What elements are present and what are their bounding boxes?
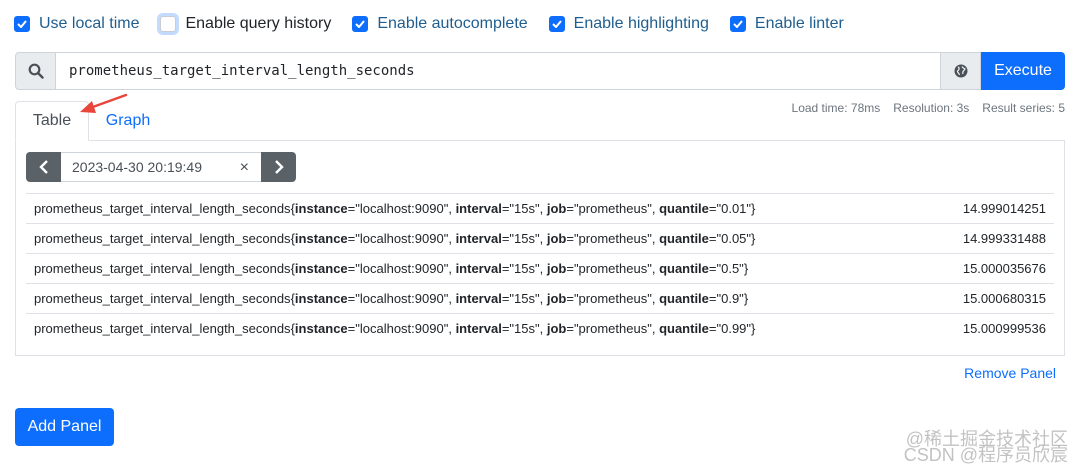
tab-table[interactable]: Table bbox=[15, 101, 89, 141]
watermark: @稀土掘金技术社区 CSDN @程序员欣宸 bbox=[904, 430, 1068, 464]
evaluation-time-input[interactable]: 2023-04-30 20:19:49 × bbox=[61, 152, 261, 182]
clear-time-icon[interactable]: × bbox=[239, 159, 249, 176]
checkbox-checked-icon[interactable] bbox=[548, 16, 565, 32]
table-row: prometheus_target_interval_length_second… bbox=[26, 253, 1054, 284]
query-bar: prometheus_target_interval_length_second… bbox=[15, 52, 1065, 90]
series-labels: prometheus_target_interval_length_second… bbox=[26, 193, 963, 224]
previous-time-button[interactable] bbox=[26, 152, 61, 182]
option-label: Enable autocomplete bbox=[377, 15, 528, 32]
tab-graph[interactable]: Graph bbox=[105, 112, 151, 129]
options-bar: Use local time Enable query history Enab… bbox=[14, 13, 865, 35]
metrics-explorer-globe-icon[interactable] bbox=[940, 52, 981, 90]
watermark-line-2: CSDN @程序员欣宸 bbox=[903, 445, 1068, 465]
checkbox-checked-icon[interactable] bbox=[14, 16, 30, 32]
series-value: 15.000035676 bbox=[962, 253, 1054, 284]
evaluation-time-picker: 2023-04-30 20:19:49 × bbox=[26, 152, 296, 182]
option-use-local-time[interactable]: Use local time bbox=[14, 15, 139, 33]
option-enable-linter[interactable]: Enable linter bbox=[729, 15, 844, 33]
next-time-button[interactable] bbox=[261, 152, 296, 182]
series-labels: prometheus_target_interval_length_second… bbox=[26, 313, 963, 344]
checkbox-checked-icon[interactable] bbox=[729, 16, 746, 32]
watermark-line-1: @稀土掘金技术社区 bbox=[905, 429, 1068, 449]
add-panel-button[interactable]: Add Panel bbox=[15, 408, 114, 446]
option-label: Enable highlighting bbox=[573, 15, 709, 32]
option-label: Enable linter bbox=[754, 15, 844, 32]
query-stats: Load time: 78ms Resolution: 3s Result se… bbox=[779, 101, 1065, 115]
series-labels: prometheus_target_interval_length_second… bbox=[26, 283, 963, 314]
result-series: Result series: 5 bbox=[982, 101, 1065, 115]
resolution: Resolution: 3s bbox=[893, 101, 970, 115]
evaluation-time-value: 2023-04-30 20:19:49 bbox=[72, 159, 202, 175]
table-row: prometheus_target_interval_length_second… bbox=[26, 223, 1054, 254]
load-time: Load time: 78ms bbox=[791, 101, 881, 115]
option-label: Enable query history bbox=[185, 15, 332, 32]
table-row: prometheus_target_interval_length_second… bbox=[26, 313, 1054, 344]
series-value: 15.000680315 bbox=[962, 283, 1054, 314]
series-labels: prometheus_target_interval_length_second… bbox=[26, 223, 963, 254]
chevron-right-icon bbox=[274, 160, 284, 174]
execute-button[interactable]: Execute bbox=[981, 52, 1065, 90]
checkbox-checked-icon[interactable] bbox=[352, 16, 369, 32]
remove-panel-link[interactable]: Remove Panel bbox=[964, 365, 1056, 381]
table-row: prometheus_target_interval_length_second… bbox=[26, 283, 1054, 314]
search-icon bbox=[15, 52, 56, 90]
query-expression-input[interactable]: prometheus_target_interval_length_second… bbox=[56, 52, 940, 90]
option-label: Use local time bbox=[39, 15, 140, 32]
option-enable-highlighting[interactable]: Enable highlighting bbox=[548, 15, 709, 33]
series-value: 14.999014251 bbox=[962, 193, 1054, 224]
panel-tabs: Table Graph bbox=[15, 101, 167, 141]
results-table: prometheus_target_interval_length_second… bbox=[26, 193, 1054, 344]
annotation-arrow-icon bbox=[80, 93, 128, 113]
series-labels: prometheus_target_interval_length_second… bbox=[26, 253, 963, 284]
checkbox-unchecked-icon[interactable] bbox=[160, 16, 177, 32]
chevron-left-icon bbox=[38, 160, 48, 174]
option-enable-query-history[interactable]: Enable query history bbox=[160, 15, 331, 33]
option-enable-autocomplete[interactable]: Enable autocomplete bbox=[352, 15, 528, 33]
table-panel bbox=[15, 140, 1065, 356]
table-row: prometheus_target_interval_length_second… bbox=[26, 193, 1054, 224]
series-value: 15.000999536 bbox=[962, 313, 1054, 344]
series-value: 14.999331488 bbox=[962, 223, 1054, 254]
